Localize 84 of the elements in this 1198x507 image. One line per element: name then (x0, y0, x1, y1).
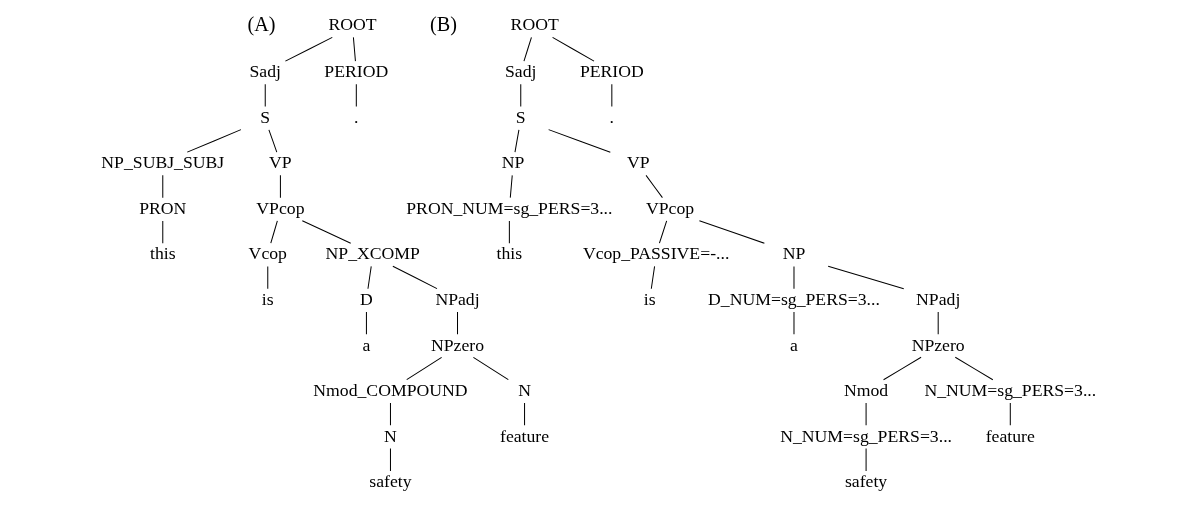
connector (365, 311, 367, 335)
connector (301, 220, 351, 244)
label: (B) (429, 12, 457, 35)
node-text: NP (501, 152, 524, 173)
connector (161, 174, 163, 199)
node-text: NP (782, 243, 805, 264)
node-text: NPzero (911, 334, 965, 355)
node-text: PRON_NUM=sg_PERS=3... (405, 197, 612, 218)
node-text: PERIOD (579, 61, 644, 82)
node-text: is (643, 288, 656, 309)
node-text: VPcop (255, 197, 304, 218)
node-text: N (517, 380, 531, 401)
node-text: VP (268, 152, 292, 173)
connector (551, 36, 595, 62)
connector (264, 83, 266, 108)
node-text: PRON (138, 197, 186, 218)
node-text: feature (499, 425, 549, 446)
connector (658, 220, 667, 244)
connector (389, 448, 391, 472)
connector (882, 356, 922, 381)
node-text: this (496, 243, 522, 264)
label: (A) (246, 12, 275, 35)
connector (266, 265, 268, 290)
node-text: feature (985, 425, 1035, 446)
connector (472, 356, 509, 381)
connector (514, 129, 519, 153)
connector (405, 356, 442, 381)
node-text: Sadj (249, 61, 281, 82)
connector (523, 402, 525, 426)
connector (391, 265, 437, 290)
node-text: D_NUM=sg_PERS=3... (707, 288, 880, 309)
connector (355, 83, 357, 108)
node-text: Vcop_PASSIVE=-... (582, 243, 729, 264)
node-text: NPadj (434, 288, 480, 309)
node-text: D (359, 288, 373, 309)
node-text: Nmod (843, 380, 888, 401)
connector (161, 220, 163, 244)
connector (522, 36, 532, 62)
connector (279, 174, 281, 199)
node-text: . (353, 106, 359, 127)
connector (508, 220, 510, 244)
connector (645, 174, 663, 199)
connector (954, 356, 993, 381)
node-text: NP_XCOMP (325, 243, 420, 264)
node-text: S (259, 106, 270, 127)
connector (186, 129, 241, 153)
connector (610, 83, 612, 108)
connector (827, 265, 904, 290)
connector (352, 36, 356, 62)
node-text: VPcop (645, 197, 694, 218)
connector (389, 402, 391, 426)
node-text: Sadj (504, 61, 536, 82)
node-text: N_NUM=sg_PERS=3... (779, 425, 952, 446)
node-text: ROOT (327, 14, 377, 35)
node-text: this (149, 243, 176, 264)
node-text: safety (368, 471, 412, 492)
node-text: PERIOD (323, 61, 388, 82)
connector (284, 36, 333, 62)
node-text: Nmod_COMPOUND (312, 380, 468, 401)
connector (698, 220, 765, 244)
node-text: NP_SUBJ_SUBJ (100, 152, 224, 173)
connector (650, 265, 655, 290)
node-text: . (609, 106, 614, 127)
node-text: Vcop (248, 243, 287, 264)
node-text: safety (844, 471, 887, 492)
node-text: NPzero (430, 334, 484, 355)
node-text: ROOT (510, 14, 559, 35)
connector (1009, 402, 1011, 426)
connector (547, 129, 611, 153)
node-text: N (383, 425, 397, 446)
connector (267, 129, 277, 153)
connector (366, 265, 372, 290)
connector (937, 311, 939, 335)
node-text: is (261, 288, 274, 309)
node-text: a (789, 334, 798, 355)
node-text: N_NUM=sg_PERS=3... (923, 380, 1096, 401)
node-text: VP (626, 152, 650, 173)
connector (269, 220, 278, 244)
connector (519, 83, 521, 108)
connector (456, 311, 458, 335)
connector (509, 174, 513, 199)
node-text: S (515, 106, 526, 127)
node-text: NPadj (915, 288, 960, 309)
node-text: a (362, 334, 370, 355)
